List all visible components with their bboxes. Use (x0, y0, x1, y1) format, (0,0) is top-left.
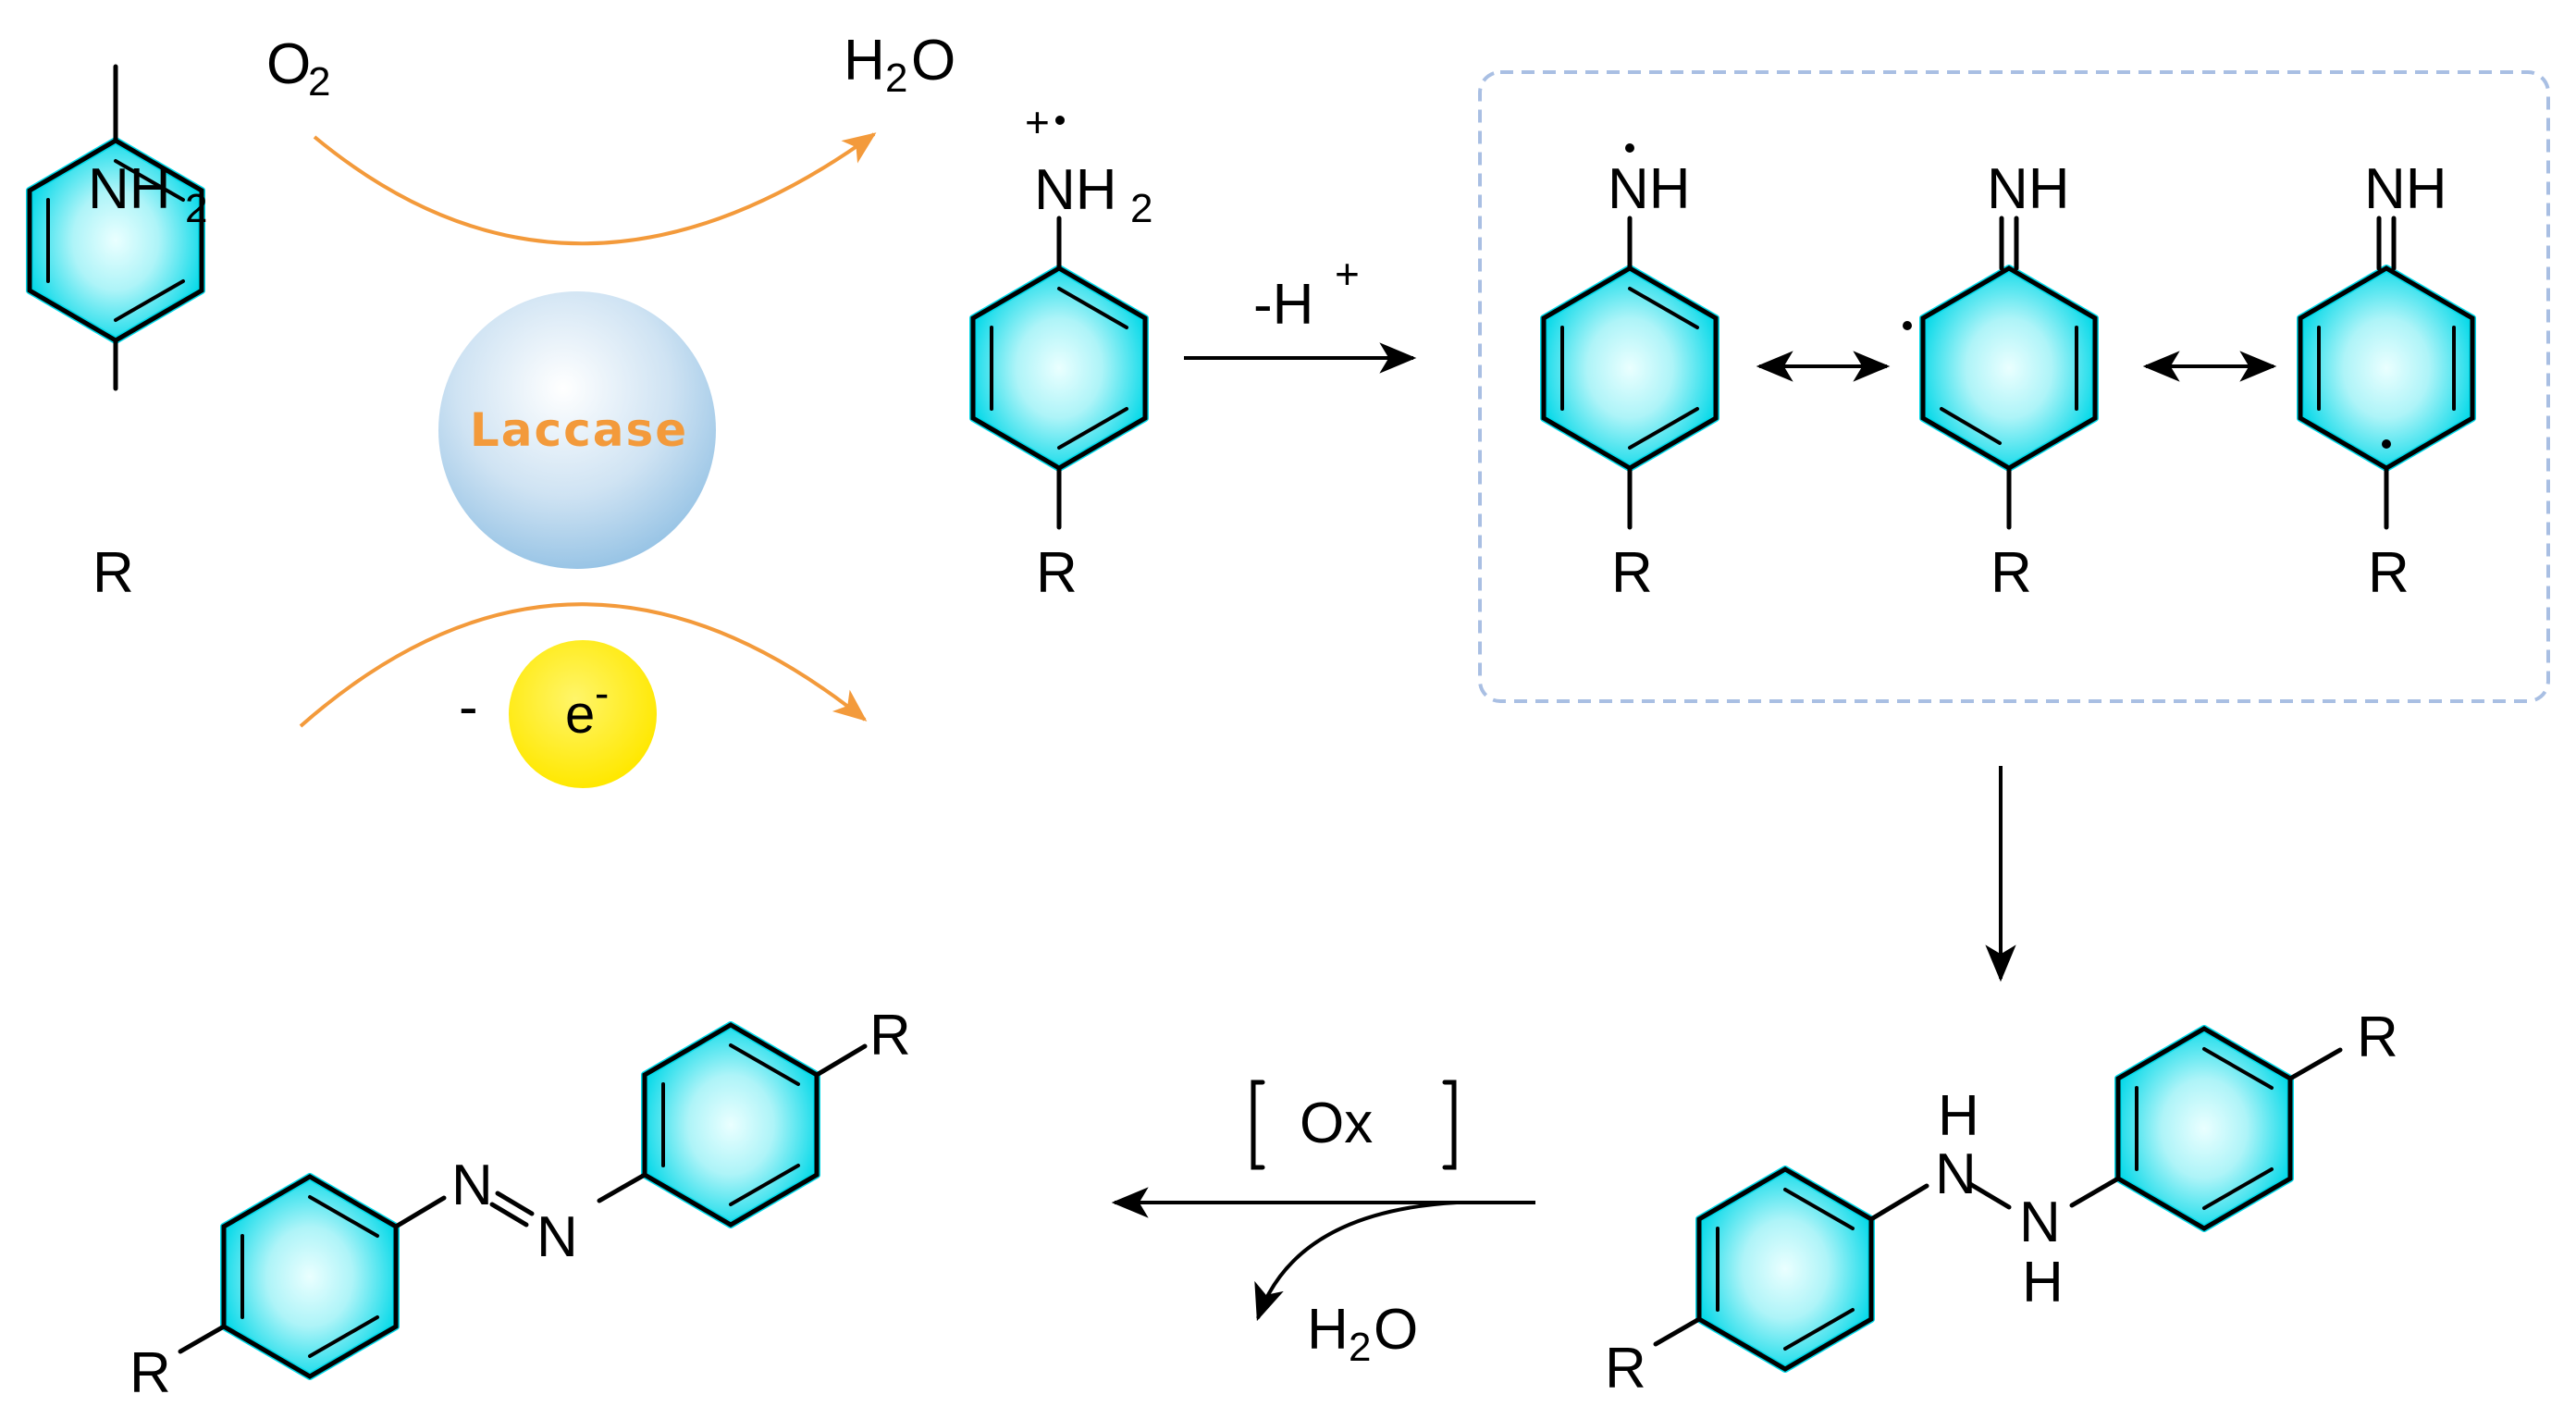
oxygen-subscript: 2 (308, 59, 330, 105)
radical-dot (1055, 116, 1065, 125)
electron-minus-label: - (459, 675, 478, 739)
radical-cation-amine-label: NH (1034, 158, 1117, 222)
laccase-label: Laccase (470, 403, 688, 457)
radical-cation-charge: + (1025, 98, 1050, 146)
azo-n1-label: N (451, 1154, 493, 1217)
hydrazo-r1-label: R (1605, 1337, 1646, 1400)
deprotonation-label: -H (1253, 273, 1313, 337)
ortho-radical-r-label: R (1991, 541, 2032, 605)
azo-r2-label: R (869, 1004, 911, 1067)
electron-transfer-arrow (299, 602, 868, 728)
imine-label-2: NH (2364, 157, 2447, 221)
n-radical-resonance-form: NH R (1540, 143, 1719, 605)
oxidation-step: Ox H 2 O (1111, 1080, 1535, 1370)
hydrazo-n1-label: N (1935, 1142, 1977, 1206)
byproduct-water-subscript: 2 (1349, 1325, 1371, 1370)
azo-r1-label: R (129, 1341, 171, 1405)
n-radical-dot (1625, 143, 1634, 153)
water-release-arrow (1254, 1201, 1458, 1322)
ortho-radical-resonance-form: NH R (1903, 157, 2099, 605)
electron-sphere (509, 640, 657, 788)
water-subscript: 2 (885, 56, 907, 101)
para-radical-dot (2382, 439, 2391, 449)
laccase-cycle: O 2 H 2 O Laccase - e - (266, 29, 955, 788)
hydrazo-h1-label: H (1938, 1084, 1979, 1148)
hydrazo-r2-label: R (2357, 1006, 2398, 1069)
deprotonation-charge: + (1335, 250, 1360, 298)
aniline-amine-subscript: 2 (185, 186, 207, 231)
oxygen-label: O (266, 32, 311, 96)
byproduct-water-label: H (1307, 1298, 1349, 1362)
radical-cation-amine-subscript: 2 (1130, 186, 1152, 231)
aniline-r-label: R (92, 541, 134, 605)
laccase-enzyme-sphere (438, 291, 716, 569)
resonance-structures-box (1478, 70, 2550, 703)
para-radical-r-label: R (2368, 541, 2410, 605)
imine-label-1: NH (1987, 157, 2070, 221)
electron-charge: - (595, 669, 609, 717)
bracket-left (1251, 1080, 1265, 1170)
hydrazo-n2-label: N (2019, 1191, 2061, 1254)
byproduct-water-tail: O (1374, 1298, 1418, 1362)
ortho-radical-dot (1903, 321, 1912, 330)
n-radical-r-label: R (1611, 541, 1653, 605)
radical-cation-molecule: + NH 2 R (969, 98, 1152, 605)
electron-label: e (565, 685, 595, 745)
azobenzene-molecule: N N R R (129, 1004, 911, 1405)
n-radical-label: NH (1608, 157, 1691, 221)
aniline-molecule: NH 2 R (26, 64, 207, 605)
aniline-amine-label: NH (88, 157, 171, 221)
radical-cation-r-label: R (1036, 541, 1078, 605)
hydrazobenzene-molecule: N H N H R R (1605, 1006, 2398, 1400)
hydrazo-h2-label: H (2022, 1251, 2064, 1314)
water-label: H (844, 29, 885, 93)
para-radical-resonance-form: NH R (2297, 157, 2476, 605)
water-label-tail: O (911, 29, 955, 93)
oxygen-reduction-arrow (313, 132, 877, 246)
azo-n2-label: N (536, 1205, 578, 1269)
oxidant-label: Ox (1300, 1092, 1373, 1155)
bracket-right (1442, 1080, 1457, 1170)
